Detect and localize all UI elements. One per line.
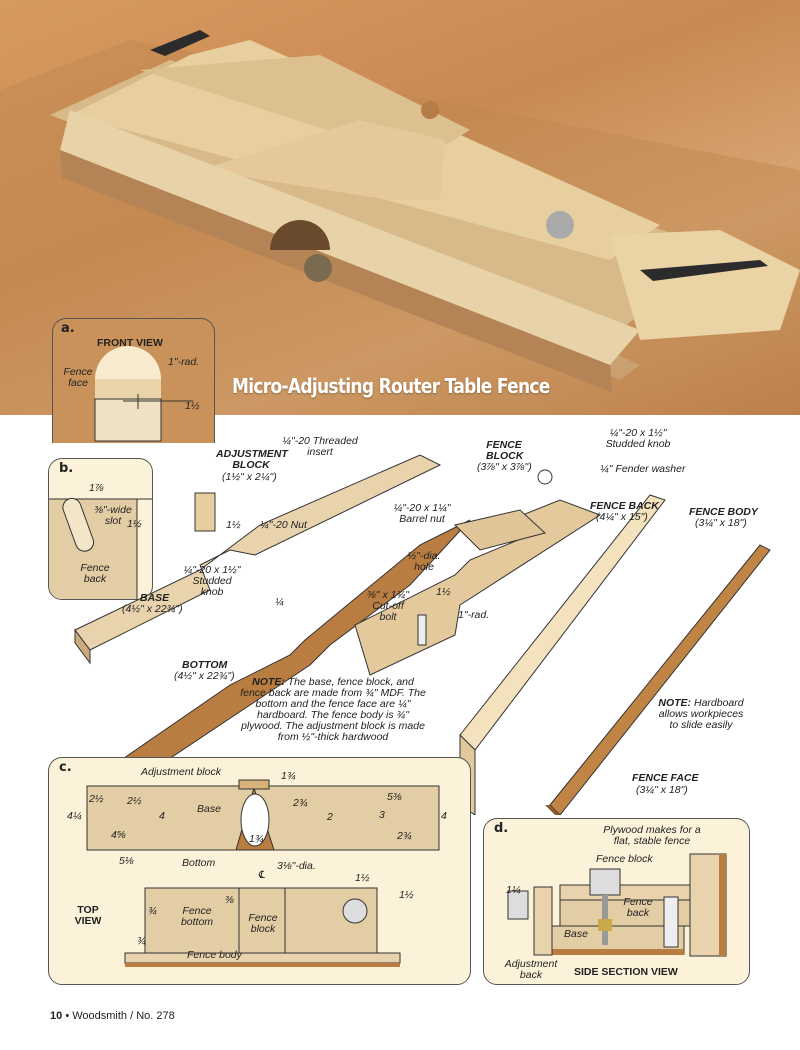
panel-c-top-view: c. Adjustment block Base Bottom 3⅛"-dia.… — [48, 757, 471, 985]
side-section-drawing — [507, 853, 727, 957]
fence-back-label: Fence back — [80, 562, 110, 585]
bottom-label: BOTTOM — [182, 659, 228, 671]
hole-label: ½"-dia. hole — [407, 550, 441, 573]
fence-body-label: FENCE BODY — [689, 506, 758, 518]
dim: 4 — [159, 810, 165, 822]
fender-washer-label: ¼" Fender washer — [600, 463, 686, 475]
width-dim: 1⅞ — [89, 482, 104, 494]
dim: 1¾ — [281, 770, 296, 782]
dim: 4⅝ — [111, 829, 126, 841]
fence-back-label: FENCE BACK — [590, 500, 659, 512]
dia-label: 3⅛"-dia. — [277, 860, 316, 872]
adjustment-block-label: ADJUSTMENT BLOCK — [216, 448, 288, 471]
studded-knob-left-label: ¼"-20 x 1½" Studded knob — [183, 564, 241, 598]
panel-d-letter: d. — [494, 821, 509, 836]
panel-d-side-section: d. Plywood makes for a flat, stable fenc… — [483, 818, 750, 985]
barrel-nut-label: ¼"-20 x 1¼" Barrel nut — [393, 502, 451, 525]
fence-block-label: Fence block — [596, 853, 653, 865]
dim: 2 — [327, 811, 333, 823]
fence-body-size: (3¼" x 18") — [695, 517, 747, 529]
dim: 1½ — [399, 889, 414, 901]
fence-face-size: (3¼" x 18") — [636, 784, 688, 796]
base-label: BASE — [140, 592, 170, 604]
dim: ¾ — [137, 935, 146, 947]
dim: 5⅜ — [387, 791, 402, 803]
radius-label: 1"-rad. — [168, 356, 200, 368]
dim: 2¾ — [397, 830, 412, 842]
top-view-drawing — [86, 779, 440, 967]
page-footer: 10 • Woodsmith / No. 278 — [50, 1010, 175, 1022]
materials-note: NOTE: The base, fence block, and fence b… — [238, 677, 428, 743]
studded-knob-right-label: ¼"-20 x 1½" Studded knob — [605, 427, 671, 450]
dim: 1¼ — [506, 884, 521, 896]
dim: 5⅛ — [119, 855, 134, 867]
fence-back-size: (4¼" x 15") — [596, 511, 648, 523]
fence-back-label: Fence back — [623, 896, 653, 919]
panel-b-slot-detail: b. 1⅞ ⅜"-wide slot 1½ Fence back — [48, 458, 153, 600]
page-number: 10 — [50, 1010, 63, 1022]
slot-drawing — [49, 497, 152, 599]
panel-a-letter: a. — [61, 321, 75, 336]
thickness-dim: ¼ — [275, 596, 284, 608]
note-label: NOTE: — [252, 676, 285, 688]
article-title: Micro-Adjusting Router Table Fence — [232, 374, 550, 398]
panel-a-heading: FRONT VIEW — [97, 337, 163, 349]
base-label: Base — [197, 803, 221, 815]
bolt-label: ⅜" x 1¾" Cut-off bolt — [367, 589, 409, 623]
dim: 4¼ — [67, 810, 82, 822]
panel-c-letter: c. — [59, 760, 72, 775]
dim: 4 — [441, 810, 447, 822]
note2-text: Hardboard allows workpieces to slide eas… — [658, 697, 744, 731]
slot-label: ⅜"-wide slot — [94, 504, 132, 527]
notch-dim: 1½ — [226, 519, 241, 531]
adjustment-back-label: Adjustment back — [504, 958, 558, 981]
bottom-label: Bottom — [182, 857, 216, 869]
dim: ⅜ — [225, 894, 234, 906]
dim: 2½ — [127, 795, 142, 807]
hardboard-note: NOTE: Hardboard allows workpieces to sli… — [655, 698, 747, 731]
hole-dim: 1½ — [436, 586, 451, 598]
height-dim: 1½ — [127, 518, 142, 530]
note-text: The base, fence block, and fence back ar… — [240, 676, 426, 743]
publication-name: Woodsmith / No. 278 — [72, 1010, 175, 1022]
centerline-label: ℄ — [258, 869, 265, 881]
dim: 1½ — [355, 872, 370, 884]
fence-face-label: FENCE FACE — [632, 772, 699, 784]
front-view-drawing — [94, 346, 193, 442]
dim: 2½ — [89, 793, 104, 805]
threaded-insert-label: ¼"-20 Threaded insert — [282, 435, 358, 458]
bottom-size: (4½" x 22¾") — [174, 670, 235, 682]
top-view-label: TOP VIEW — [74, 904, 102, 927]
fence-block-label: FENCE BLOCK — [486, 439, 524, 462]
panel-a-front-view: a. FRONT VIEW Fence face 1"-rad. 1½ — [52, 318, 215, 443]
dim: ¾ — [148, 905, 157, 917]
fence-block-label: Fence block — [248, 912, 278, 935]
base-size: (4½" x 22¾") — [122, 603, 183, 615]
footer-separator: • — [65, 1010, 70, 1022]
nut-label: ¼"-20 Nut — [260, 519, 307, 531]
panel-b-letter: b. — [59, 461, 74, 476]
base-label: Base — [564, 928, 588, 940]
note2-label: NOTE: — [658, 697, 692, 709]
dim: 3 — [379, 809, 385, 821]
exploded-view-drawing — [74, 454, 771, 815]
dim: 2¾ — [293, 797, 308, 809]
fence-block-size: (3⅞" x 3⅞") — [477, 461, 532, 473]
fence-face-label: Fence face — [63, 366, 93, 389]
adjustment-block-size: (1½" x 2¼") — [222, 471, 277, 483]
plywood-note: Plywood makes for a flat, stable fence — [603, 824, 701, 847]
fence-body-label: Fence body — [187, 949, 242, 961]
adjustment-block-label: Adjustment block — [141, 766, 221, 778]
side-section-heading: SIDE SECTION VIEW — [574, 966, 678, 978]
fence-bottom-label: Fence bottom — [180, 905, 214, 928]
dim-label: 1½ — [185, 400, 200, 412]
radius-label: 1"-rad. — [458, 609, 490, 621]
dim: 1¾ — [249, 833, 264, 845]
